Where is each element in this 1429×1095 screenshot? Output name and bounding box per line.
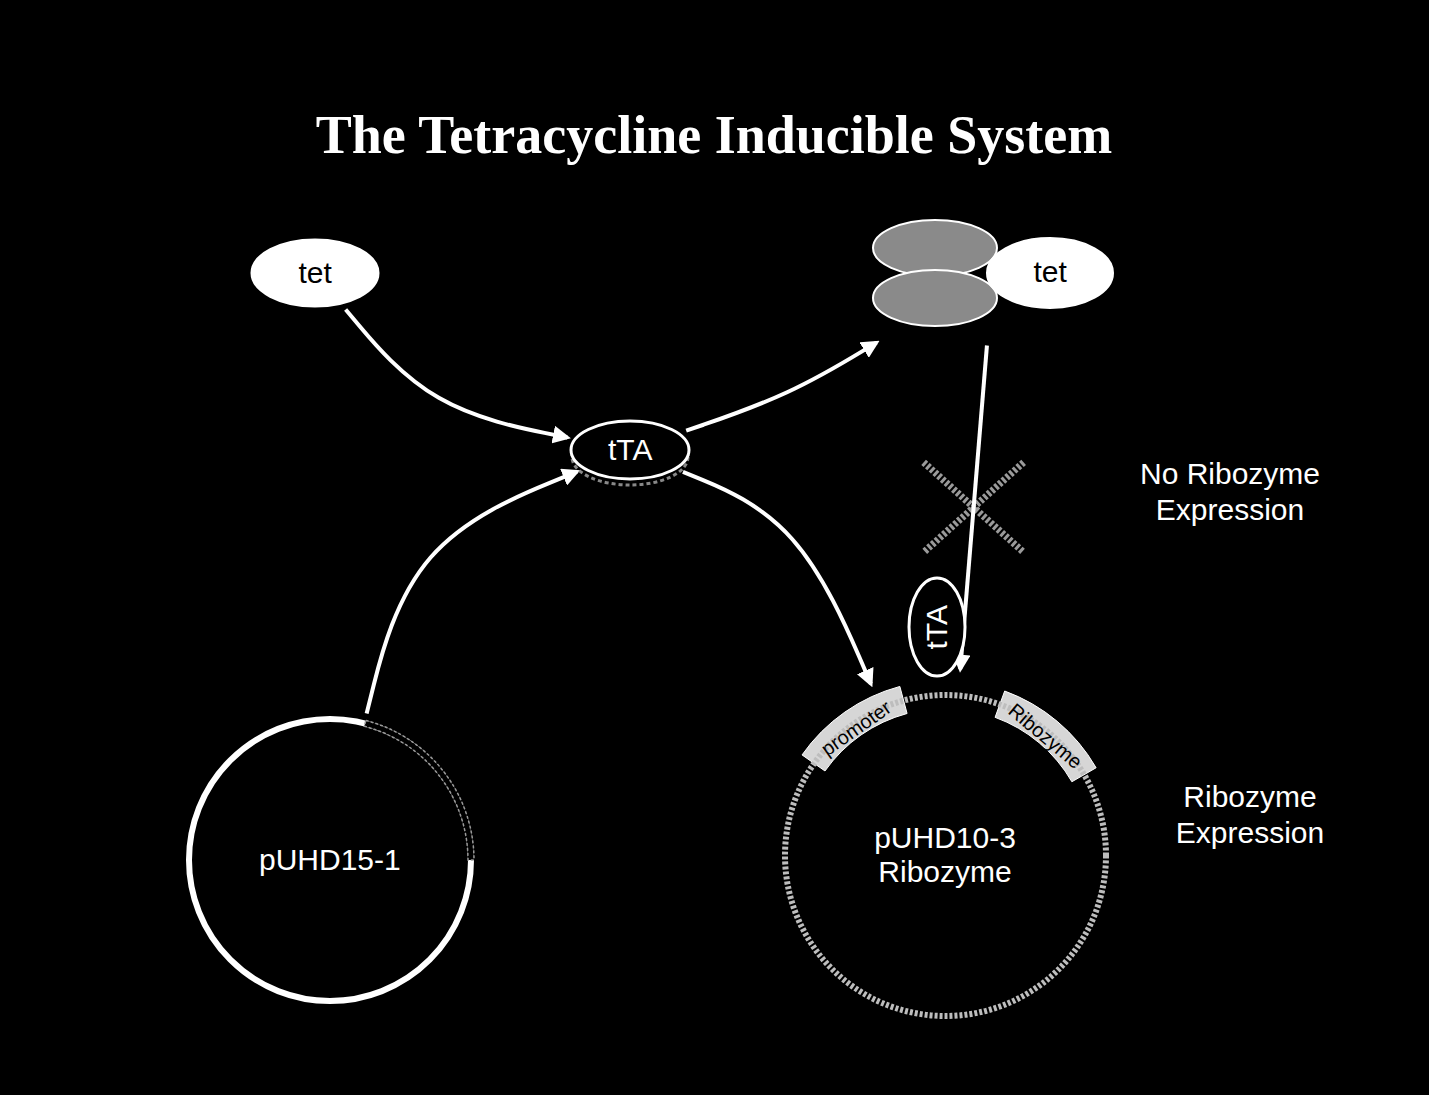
node-text: tTA (920, 605, 955, 649)
node-outline (868, 205, 1118, 340)
dimer-subunit (873, 220, 997, 276)
gene-segment (364, 721, 474, 860)
arc-label: Ribozyme (1003, 698, 1087, 774)
plasmid-region (802, 686, 907, 771)
ellipse-outline (909, 578, 965, 676)
protein-ellipse: tTA (907, 576, 967, 678)
node-text: pUHD10-3 Ribozyme (835, 821, 1055, 890)
arrow-connector (346, 309, 568, 437)
node-text: tet (299, 256, 332, 291)
node-text: tet (1034, 255, 1067, 290)
ellipse-outline (252, 240, 378, 306)
dimer-subunit (873, 270, 997, 326)
plasmid-ring (785, 695, 1106, 1016)
state-label: Ribozyme Expression (1115, 779, 1385, 851)
node-text: tTA (608, 433, 652, 468)
node-text: pUHD15-1 (259, 843, 401, 878)
state-label: No Ribozyme Expression (1095, 456, 1365, 528)
arrow-connector (683, 472, 871, 684)
protein-ellipse: tTA (569, 419, 691, 481)
diagram-title: The Tetracycline Inducible System (316, 104, 1113, 166)
arrow-connector (367, 472, 577, 714)
arrow-connector (686, 343, 876, 431)
molecule-ellipse (987, 238, 1113, 308)
molecule-ellipse: tet (250, 238, 380, 308)
plasmid-circle: pUHD15-1 (185, 715, 475, 1005)
arc-label: promoter (816, 695, 895, 761)
complex-shape: tet (868, 205, 1118, 340)
ellipse-outline (571, 421, 689, 479)
